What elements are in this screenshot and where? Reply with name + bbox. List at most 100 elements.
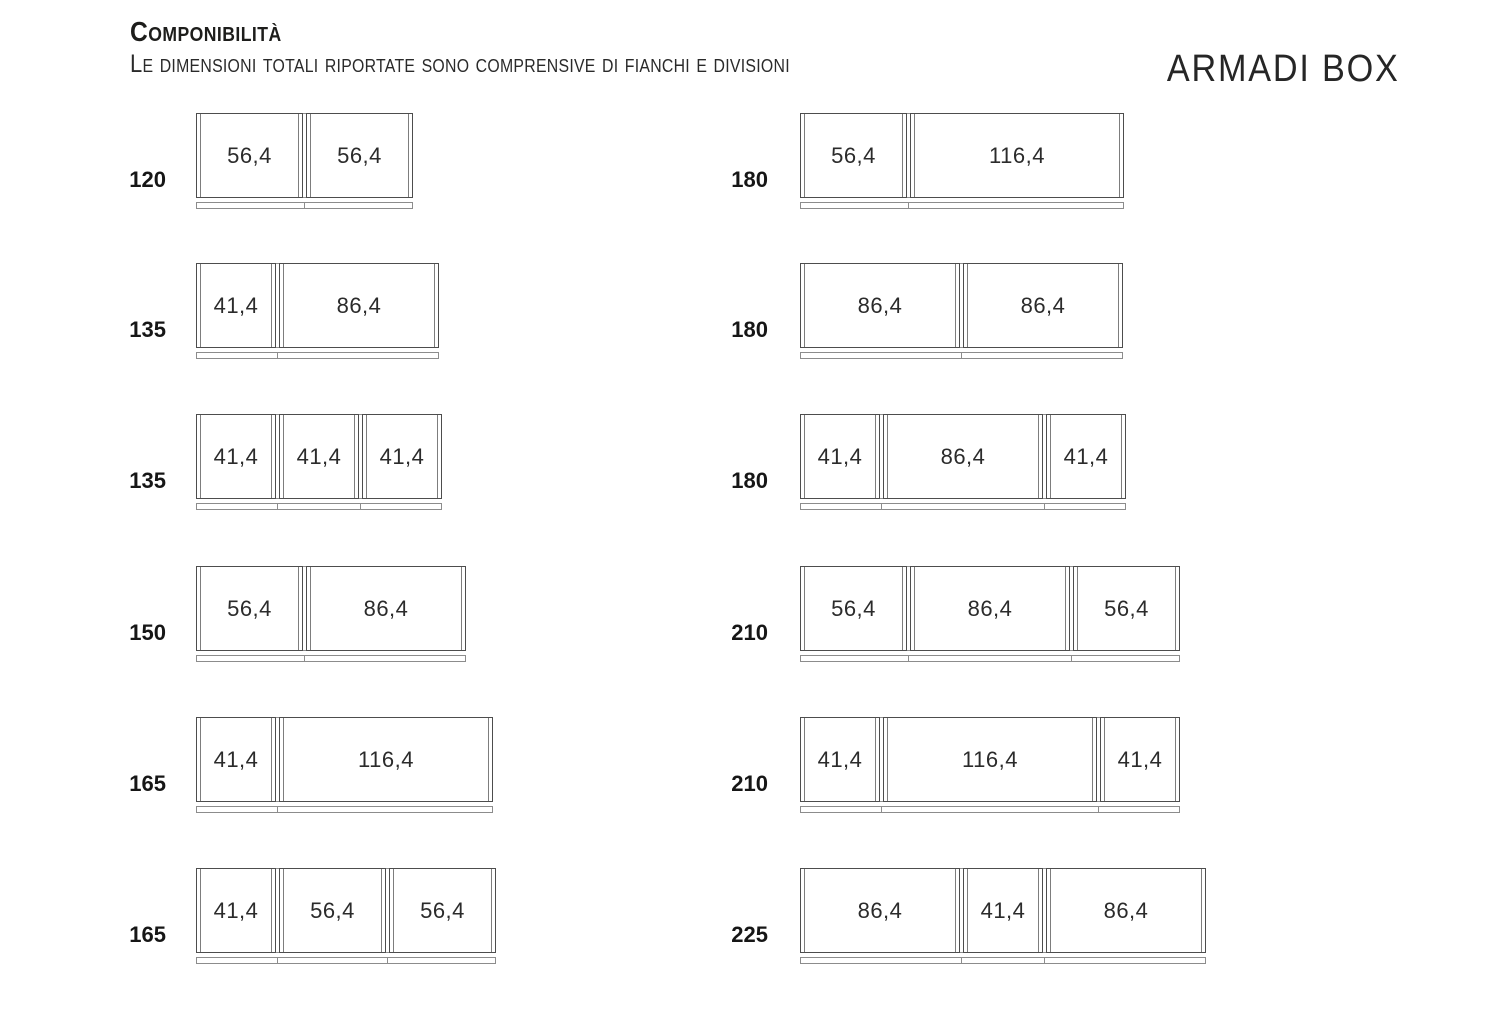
base-plinth (196, 655, 466, 662)
carcass-top-line (800, 263, 1123, 264)
side-panel-line (1050, 869, 1051, 952)
module-cell: 86,4 (800, 263, 960, 348)
module-cell: 41,4 (196, 717, 276, 802)
plinth-divider (881, 807, 882, 812)
side-panel-line (271, 415, 272, 498)
side-panel-line (914, 114, 915, 197)
plinth-divider (908, 656, 909, 661)
side-panel-line (437, 415, 438, 498)
side-panel-line (914, 567, 915, 650)
total-width-label: 225 (731, 922, 768, 947)
module-width-value: 41,4 (213, 443, 259, 469)
base-plinth (196, 202, 413, 209)
side-panel-line (967, 869, 968, 952)
total-width-label: 210 (731, 771, 768, 796)
side-panel-line (804, 264, 805, 347)
total-width-label: 180 (731, 468, 768, 493)
side-panel-line (200, 114, 201, 197)
module-width-value: 41,4 (296, 443, 342, 469)
base-plinth (800, 655, 1180, 662)
module-width-value: 41,4 (980, 897, 1026, 923)
side-panel-line (283, 718, 284, 801)
module-cell: 41,4 (963, 868, 1043, 953)
side-panel-line (491, 869, 492, 952)
module-width-value: 56,4 (227, 142, 272, 168)
side-panel-line (200, 869, 201, 952)
module-cell: 116,4 (883, 717, 1097, 802)
module-width-value: 86,4 (857, 897, 903, 923)
module-cell: 86,4 (1046, 868, 1206, 953)
base-plinth (800, 352, 1123, 359)
module-cell: 86,4 (883, 414, 1043, 499)
total-width-label: 165 (129, 922, 166, 947)
module-width-value: 86,4 (857, 292, 903, 318)
plinth-divider (360, 504, 361, 509)
total-width-label: 120 (129, 167, 166, 192)
side-panel-line (283, 415, 284, 498)
total-width-label: 165 (129, 771, 166, 796)
module-width-value: 56,4 (831, 142, 876, 168)
module-cell: 56,4 (800, 566, 907, 651)
side-panel-line (1201, 869, 1202, 952)
side-panel-line (271, 264, 272, 347)
product-name: ARMADI BOX (1167, 48, 1400, 90)
plinth-divider (277, 958, 278, 963)
plinth-divider (277, 504, 278, 509)
module-cell: 116,4 (910, 113, 1124, 198)
module-cell: 56,4 (389, 868, 496, 953)
module-width-value: 86,4 (967, 595, 1013, 621)
side-panel-line (283, 264, 284, 347)
module-cell: 86,4 (279, 263, 439, 348)
base-plinth (800, 806, 1180, 813)
total-width-label: 210 (731, 620, 768, 645)
plinth-divider (881, 504, 882, 509)
module-cell: 41,4 (362, 414, 442, 499)
side-panel-line (1175, 718, 1176, 801)
page-title: Componibilità (130, 16, 282, 47)
side-panel-line (875, 415, 876, 498)
module-cell: 41,4 (800, 717, 880, 802)
wardrobe-composition-diagram: 225 86,4 41,4 86,4 (731, 868, 1206, 964)
module-cell: 56,4 (306, 113, 413, 198)
side-panel-line (902, 567, 903, 650)
module-width-value: 116,4 (989, 142, 1045, 168)
side-panel-line (298, 114, 299, 197)
module-cell: 56,4 (196, 113, 303, 198)
module-width-value: 41,4 (213, 292, 259, 318)
side-panel-line (1038, 869, 1039, 952)
side-panel-line (955, 869, 956, 952)
side-panel-line (1119, 114, 1120, 197)
module-cell: 56,4 (196, 566, 303, 651)
side-panel-line (887, 718, 888, 801)
carcass-top-line (196, 113, 413, 114)
side-panel-line (887, 415, 888, 498)
side-panel-line (1077, 567, 1078, 650)
wardrobe-composition-diagram: 135 41,4 41,4 41,4 (129, 414, 442, 510)
side-panel-line (366, 415, 367, 498)
base-plinth (196, 806, 493, 813)
side-panel-line (955, 264, 956, 347)
module-width-value: 41,4 (379, 443, 425, 469)
plinth-divider (277, 353, 278, 358)
side-panel-line (1104, 718, 1105, 801)
page-subtitle: Le dimensioni totali riportate sono comp… (130, 50, 790, 78)
total-width-label: 180 (731, 317, 768, 342)
total-width-label: 135 (129, 468, 166, 493)
side-panel-line (283, 869, 284, 952)
side-panel-line (1121, 415, 1122, 498)
base-plinth (800, 503, 1126, 510)
side-panel-line (354, 415, 355, 498)
module-cell: 41,4 (196, 414, 276, 499)
module-width-value: 86,4 (1103, 897, 1149, 923)
module-width-value: 56,4 (831, 595, 876, 621)
side-panel-line (381, 869, 382, 952)
module-cell: 116,4 (279, 717, 493, 802)
side-panel-line (200, 718, 201, 801)
side-panel-line (804, 869, 805, 952)
side-panel-line (804, 114, 805, 197)
